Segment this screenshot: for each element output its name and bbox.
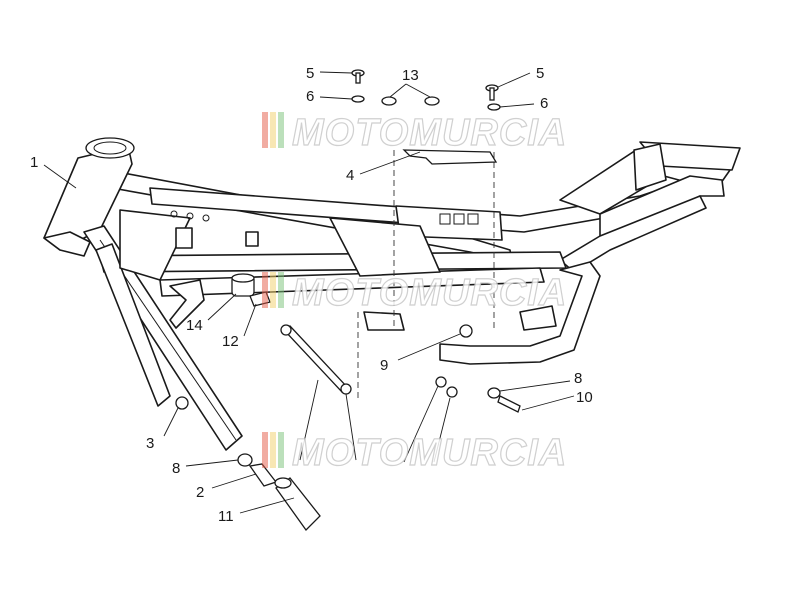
watermark-text: MOTOMURCIA: [292, 112, 567, 154]
part-screw-5-right: [485, 84, 499, 101]
callout-5-left: 5: [306, 65, 314, 82]
main-frame: [43, 137, 741, 451]
alignment-lines: [357, 150, 495, 400]
part-long-bolt: [283, 325, 349, 393]
part-nut-lower-a: [435, 376, 447, 388]
callout-3: 3: [146, 435, 154, 452]
part-washer-6-left: [351, 95, 365, 103]
callout-14: 14: [186, 317, 203, 334]
part-nut-9: [459, 324, 473, 338]
watermark-bottom: MOTOMURCIA: [262, 431, 567, 475]
part-nut-3: [175, 396, 189, 410]
callout-9: 9: [380, 357, 388, 374]
callout-2: 2: [196, 484, 204, 501]
watermark-text: MOTOMURCIA: [292, 272, 567, 314]
part-screw-5-left: [351, 69, 365, 84]
part-bushes-13: [381, 96, 440, 106]
callout-11: 11: [218, 508, 234, 525]
parts: [175, 69, 521, 532]
part-nut-lower-c: [340, 383, 352, 395]
callout-6-left: 6: [306, 88, 314, 105]
callout-8-left: 8: [172, 460, 180, 477]
callout-4: 4: [346, 167, 354, 184]
callout-10: 10: [576, 389, 593, 406]
callout-5-right: 5: [536, 65, 544, 82]
callout-13: 13: [402, 67, 419, 84]
part-washer-8-right: [487, 387, 501, 399]
part-bolt-10: [497, 395, 521, 413]
callout-8-right: 8: [574, 370, 582, 387]
part-nut-lower-b: [446, 386, 458, 398]
part-washer-6-right: [487, 103, 501, 111]
watermark-top: MOTOMURCIA: [262, 111, 567, 155]
watermark-text: MOTOMURCIA: [292, 432, 567, 474]
leader-lines: [43, 71, 575, 514]
callout-12: 12: [222, 333, 239, 350]
callout-6-right: 6: [540, 95, 548, 112]
watermark-middle: MOTOMURCIA: [262, 271, 567, 315]
part-washer-8-left: [237, 453, 253, 467]
callout-labels: 1 5 6 13 5 6 4 14 12 9 8 10 3 8 2 11: [30, 65, 593, 525]
part-rubber-mount-14: [231, 273, 255, 297]
callout-1: 1: [30, 154, 38, 171]
